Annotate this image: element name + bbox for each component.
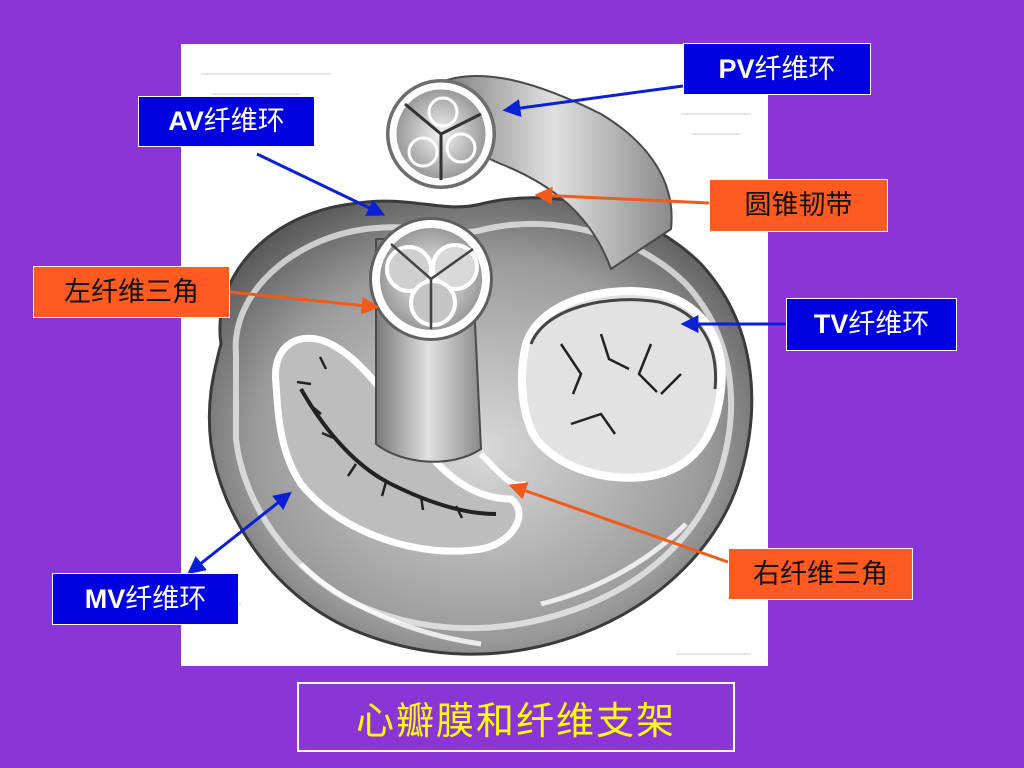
left-trigone-arrow — [228, 290, 380, 315]
av-text: 纤维环 — [203, 106, 285, 137]
slide-caption: 心瓣膜和纤维支架 — [297, 682, 735, 752]
left-fibrous-trigone-label: 左纤维三角 — [33, 266, 230, 318]
mv-text: 纤维环 — [125, 583, 207, 615]
tv-abbr: TV — [813, 309, 849, 339]
conus-ligament-text: 圆锥韧带 — [744, 190, 853, 221]
pv-text: 纤维环 — [754, 53, 836, 85]
heart-valves-illustration — [181, 44, 768, 666]
pv-abbr: PV — [718, 53, 755, 84]
right-fibrous-trigone-text: 右纤维三角 — [753, 558, 888, 590]
av-ring-arrow — [256, 152, 386, 216]
av-abbr: AV — [168, 106, 204, 136]
left-fibrous-trigone-text: 左纤维三角 — [64, 276, 199, 308]
pulmonary-valve — [386, 79, 496, 189]
tricuspid-opening — [517, 287, 726, 482]
aortic-valve — [369, 217, 493, 341]
right-trigone-arrow — [508, 482, 729, 564]
pv-ring-arrow — [502, 84, 684, 117]
mv-abbr: MV — [84, 583, 126, 614]
conus-ligament-arrow — [534, 186, 710, 205]
tv-text: 纤维环 — [848, 309, 930, 340]
mv-ring-arrow — [187, 491, 292, 575]
heart-drawing — [191, 73, 754, 656]
right-fibrous-trigone-label: 右纤维三角 — [728, 548, 913, 600]
conus-ligament-label: 圆锥韧带 — [709, 179, 888, 232]
